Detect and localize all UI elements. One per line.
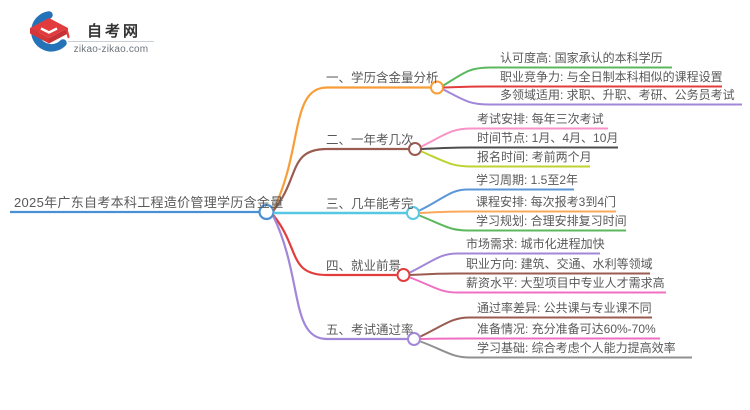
branch-4-leaf-3-connector: [409, 276, 666, 294]
branch-5-label: 五、考试通过率: [326, 323, 414, 337]
site-logo[interactable]: 自考网 zikao-zikao.com: [22, 10, 154, 58]
branch-1-leaf-3-label: 多领域适用: 求职、升职、考研、公务员考试: [500, 88, 735, 102]
branch-1-label: 一、学历含金量分析: [326, 71, 439, 85]
branch-1-leaf-1-connector: [442, 66, 672, 87]
branch-5-connector: [272, 216, 408, 341]
branch-4-connector: [272, 214, 397, 277]
branch-2-label: 二、一年考几次: [326, 133, 414, 147]
branch-2-leaf-1-label: 考试安排: 每年三次考试: [477, 112, 604, 126]
branch-2-leaf-3-label: 报名时间: 考前两个月: [477, 150, 592, 164]
site-name: 自考网: [86, 23, 141, 40]
branch-5-leaf-2-label: 准备情况: 充分准备可达60%-70%: [477, 322, 656, 336]
branch-1-leaf-1-label: 认可度高: 国家承认的本科学历: [500, 51, 663, 65]
branch-4-leaf-3-label: 薪资水平: 大型项目中专业人才需求高: [466, 276, 665, 290]
branch-1-leaf-3-connector: [443, 88, 742, 106]
root-topic-label: 2025年广东自考本科工程造价管理学历含金量: [14, 195, 284, 210]
branch-3-leaf-2-connector: [419, 210, 616, 214]
branch-4-node-circle: [396, 268, 411, 282]
branch-2-leaf-2-connector: [421, 146, 618, 150]
branch-1-leaf-2-connector: [443, 85, 722, 89]
branch-3-leaf-2-label: 课程安排: 每次报考3到4门: [476, 195, 617, 209]
branch-1-node-circle: [430, 80, 444, 95]
graduation-cap-icon: [30, 11, 70, 52]
branch-2-leaf-1-connector: [421, 127, 608, 148]
branch-5-leaf-3-label: 学习基础: 综合考虑个人能力提高效率: [477, 341, 676, 355]
branch-5-leaf-1-connector: [420, 316, 652, 338]
branch-5-leaf-1-label: 通过率差异: 公共课与专业课不同: [477, 301, 652, 315]
branch-2-connector: [272, 147, 409, 212]
branch-4-leaf-1-connector: [409, 252, 600, 274]
branch-2-node-circle: [408, 142, 422, 156]
branch-2-leaf-3-connector: [421, 150, 590, 168]
branch-3-leaf-1-label: 学习周期: 1.5至2年: [476, 173, 579, 187]
branch-5-leaf-2-connector: [420, 337, 660, 340]
branch-4-label: 四、就业前景: [326, 259, 402, 273]
branch-3-leaf-1-connector: [419, 188, 574, 212]
branch-3-node-circle: [406, 206, 420, 220]
branch-4-leaf-2-connector: [409, 272, 650, 276]
branch-1-connector: [272, 86, 431, 210]
branch-1-leaf-2-label: 职业竞争力: 与全日制本科相似的课程设置: [500, 70, 723, 84]
branch-3-leaf-3-connector: [419, 214, 626, 232]
logo-divider: [68, 41, 154, 42]
branch-5-node-circle: [407, 332, 421, 346]
branch-3-label: 三、几年能考完: [326, 197, 414, 211]
site-domain: zikao-zikao.com: [73, 44, 149, 55]
branch-5-leaf-3-connector: [420, 340, 692, 359]
branch-4-leaf-1-label: 市场需求: 城市化进程加快: [466, 237, 605, 251]
branch-4-leaf-2-label: 职业方向: 建筑、交通、水利等领域: [466, 257, 653, 271]
branch-3-leaf-3-label: 学习规划: 合理安排复习时间: [476, 214, 627, 228]
branch-2-leaf-2-label: 时间节点: 1月、4月、10月: [477, 131, 619, 145]
